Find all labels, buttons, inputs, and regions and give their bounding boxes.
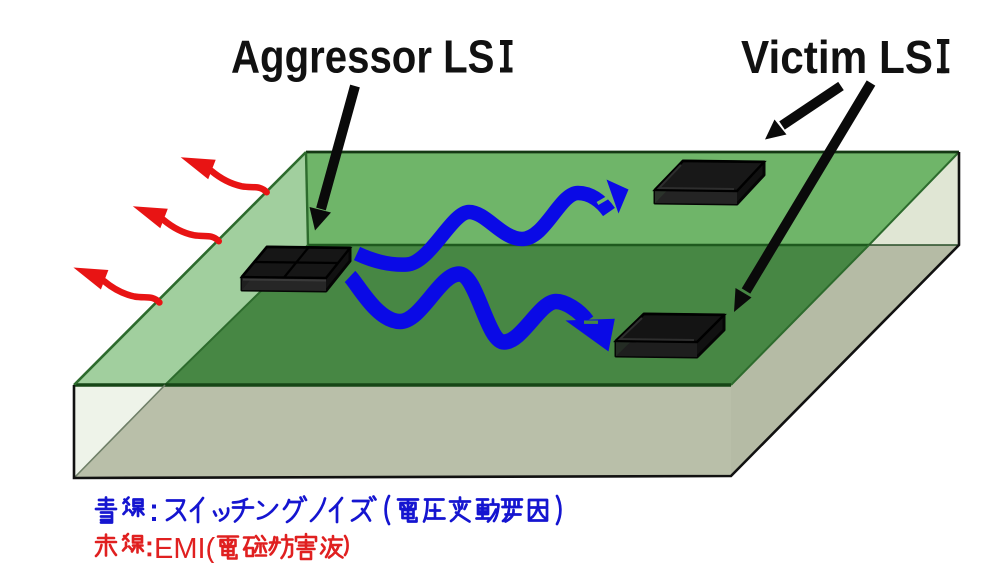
svg-text:EMI(: EMI( <box>154 533 216 563</box>
svg-text:Aggressor LS: Aggressor LS <box>231 31 495 83</box>
svg-text:Victim LS: Victim LS <box>741 31 933 83</box>
